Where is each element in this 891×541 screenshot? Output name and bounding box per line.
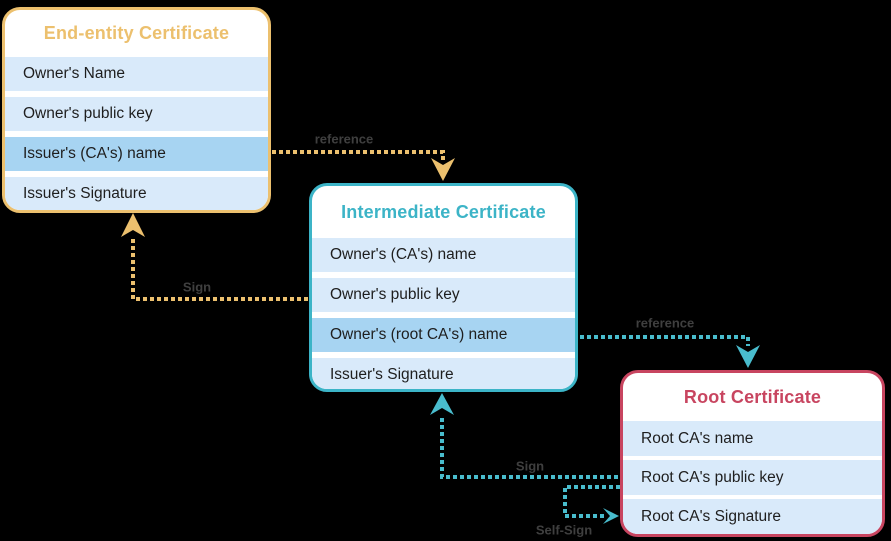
end-entity-certificate-title: End-entity Certificate xyxy=(43,23,230,43)
sign-arrow-intermediate-to-endentity-arrowhead-icon xyxy=(121,213,145,237)
reference-arrow-endentity-to-intermediate-arrowhead-icon xyxy=(431,158,455,181)
arrow-label-sign-root: Sign xyxy=(515,458,545,474)
row-root-cas-name: Root CA's name xyxy=(623,421,882,456)
row-owners-public-key: Owner's public key xyxy=(5,97,268,131)
root-certificate-title: Root Certificate xyxy=(683,386,822,407)
intermediate-certificate-title: Intermediate Certificate xyxy=(341,201,546,222)
end-entity-certificate-box: End-entity Certificate Owner's Name Owne… xyxy=(2,7,271,213)
reference-arrow-intermediate-to-root-arrowhead-icon xyxy=(736,345,760,368)
sign-arrow-root-to-intermediate-arrowhead-icon xyxy=(430,393,454,415)
row-owners-name: Owner's Name xyxy=(5,57,268,91)
sign-arrow-intermediate-to-endentity-line xyxy=(131,237,308,301)
arrow-label-reference-endentity: reference xyxy=(314,131,374,147)
row-owners-root-cas-name: Owner's (root CA's) name xyxy=(312,318,575,352)
arrow-label-sign-intermediate: Sign xyxy=(182,279,212,295)
arrow-label-reference-intermediate: reference xyxy=(635,315,695,331)
row-issuers-signature: Issuer's Signature xyxy=(312,358,575,389)
row-owners-cas-name: Owner's (CA's) name xyxy=(312,238,575,272)
row-root-cas-public-key: Root CA's public key xyxy=(623,460,882,495)
reference-arrow-intermediate-to-root-line xyxy=(580,335,750,346)
self-sign-arrow-root-line xyxy=(563,485,620,518)
arrow-label-self-sign-root: Self-Sign xyxy=(535,522,593,538)
reference-arrow-endentity-to-intermediate-line xyxy=(272,150,445,160)
row-owners-public-key: Owner's public key xyxy=(312,278,575,312)
row-issuers-signature: Issuer's Signature xyxy=(5,177,268,210)
row-root-cas-signature: Root CA's Signature xyxy=(623,499,882,534)
intermediate-certificate-box: Intermediate Certificate Owner's (CA's) … xyxy=(309,183,578,392)
root-certificate-box: Root Certificate Root CA's name Root CA'… xyxy=(620,370,885,537)
self-sign-arrow-root-arrowhead-icon xyxy=(603,508,619,524)
row-issuers-cas-name: Issuer's (CA's) name xyxy=(5,137,268,171)
